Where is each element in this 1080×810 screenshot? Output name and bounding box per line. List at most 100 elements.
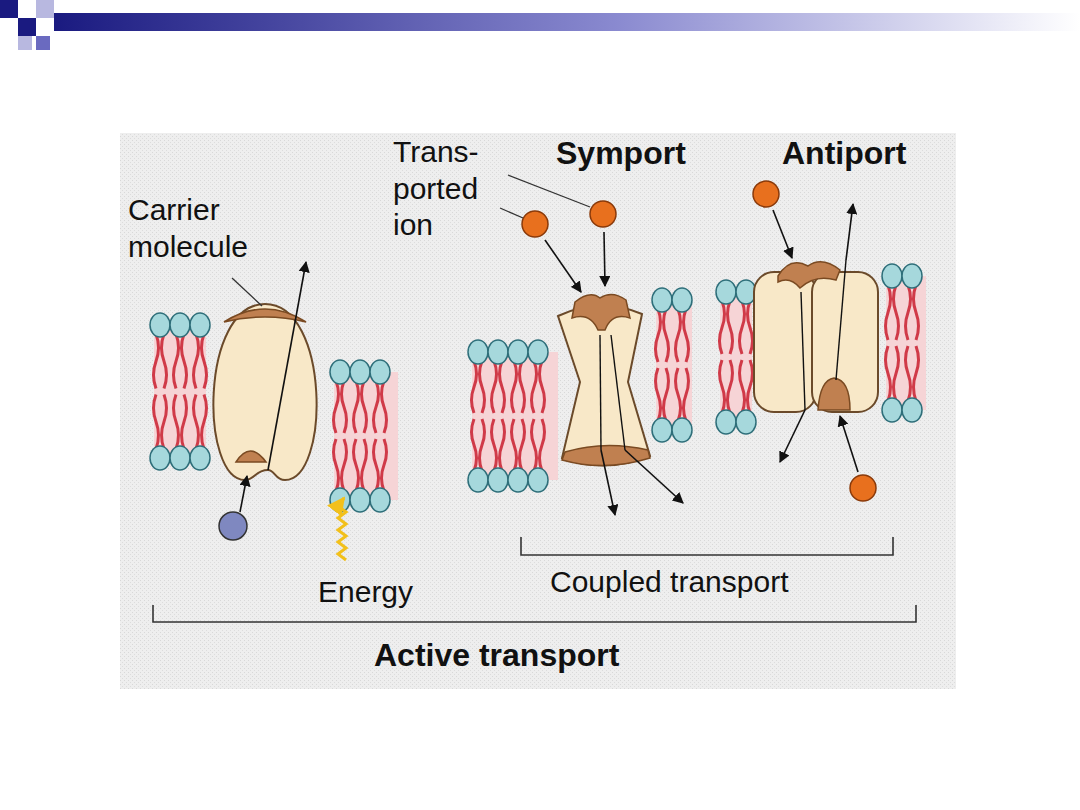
bracket-label: Coupled transport	[550, 564, 870, 601]
bilayer-core	[720, 292, 752, 422]
lipid-tail	[676, 309, 681, 362]
lipid-head	[508, 468, 528, 492]
lipid-tail	[740, 301, 745, 354]
lipid-tail	[334, 381, 339, 433]
antiport-protein	[753, 181, 878, 501]
figure-ground	[120, 133, 956, 689]
lipid-tail	[656, 309, 661, 362]
slide-decoration	[0, 0, 1080, 50]
lipid-tail	[354, 381, 359, 433]
lipid-head	[170, 446, 190, 470]
panel-title: Symport	[556, 134, 756, 173]
lipid-tail	[886, 285, 891, 340]
lipid-head	[370, 488, 390, 512]
lipid-tail	[894, 285, 899, 340]
lipid-head	[736, 410, 756, 434]
lipid-tail	[334, 439, 339, 491]
lipid-tail	[520, 361, 525, 413]
lipid-tail	[684, 309, 689, 362]
bracket-label: Active transport	[374, 636, 714, 675]
lipid-head	[350, 360, 370, 384]
lipid-tail	[684, 368, 689, 421]
lipid-tail	[894, 346, 899, 401]
lipid-tail	[728, 301, 733, 354]
lipid-tail	[532, 419, 537, 471]
lipid-tail	[374, 439, 379, 491]
callout-label: Carrier molecule	[128, 192, 303, 265]
lipid-head	[528, 340, 548, 364]
lipid-head	[652, 288, 672, 312]
bilayer-segment	[330, 360, 398, 512]
lipid-tail	[162, 395, 167, 450]
callout-label: Trans- ported ion	[393, 134, 511, 244]
lipid-tail	[914, 285, 919, 340]
lipid-tail	[748, 360, 753, 413]
bilayer-segment	[150, 313, 210, 470]
lipid-bilayer	[150, 264, 926, 512]
lipid-tail	[540, 419, 545, 471]
lipid-tail	[472, 361, 477, 413]
bilayer-segment	[468, 340, 558, 492]
lipid-head	[902, 264, 922, 288]
lipid-tail	[202, 395, 207, 450]
lipid-tail	[720, 360, 725, 413]
lipid-tail	[362, 439, 367, 491]
lipid-tail	[182, 395, 187, 450]
lipid-head	[716, 280, 736, 304]
lipid-tail	[748, 301, 753, 354]
lipid-tail	[174, 395, 179, 450]
lipid-head	[170, 313, 190, 337]
lipid-tail	[154, 334, 159, 389]
lipid-head	[150, 313, 170, 337]
bracket	[521, 537, 893, 555]
lipid-head	[330, 360, 350, 384]
bilayer-core	[472, 352, 558, 480]
lipid-tail	[182, 334, 187, 389]
lipid-head	[468, 468, 488, 492]
lipid-tail	[720, 301, 725, 354]
lipid-tail	[520, 419, 525, 471]
lipid-tail	[500, 361, 505, 413]
lipid-head	[488, 468, 508, 492]
lipid-head	[882, 398, 902, 422]
bilayer-core	[656, 300, 692, 430]
lipid-head	[652, 418, 672, 442]
bilayer-core	[886, 276, 926, 410]
bilayer-segment	[652, 288, 692, 442]
bilayer-segment	[882, 264, 926, 422]
lipid-tail	[362, 381, 367, 433]
leader-line	[508, 175, 590, 207]
lipid-tail	[382, 439, 387, 491]
lipid-tail	[664, 368, 669, 421]
symport-protein	[522, 201, 683, 515]
lipid-head	[488, 340, 508, 364]
lipid-tail	[374, 381, 379, 433]
bilayer-segment	[716, 280, 756, 434]
lipid-head	[528, 468, 548, 492]
lipid-tail	[480, 419, 485, 471]
lipid-head	[150, 446, 170, 470]
lipid-tail	[492, 361, 497, 413]
lipid-head	[190, 313, 210, 337]
lipid-tail	[914, 346, 919, 401]
lipid-tail	[906, 285, 911, 340]
lipid-tail	[174, 334, 179, 389]
lipid-tail	[342, 439, 347, 491]
leader-line	[232, 278, 262, 306]
lipid-tail	[512, 419, 517, 471]
lipid-tail	[532, 361, 537, 413]
lipid-tail	[740, 360, 745, 413]
lipid-tail	[906, 346, 911, 401]
lipid-tail	[202, 334, 207, 389]
lipid-head	[672, 418, 692, 442]
lipid-head	[882, 264, 902, 288]
bilayer-core	[334, 372, 398, 500]
lipid-tail	[154, 395, 159, 450]
lipid-tail	[656, 368, 661, 421]
lipid-head	[508, 340, 528, 364]
lipid-tail	[512, 361, 517, 413]
lipid-tail	[382, 381, 387, 433]
lipid-tail	[162, 334, 167, 389]
panel-title: Antiport	[782, 134, 982, 173]
